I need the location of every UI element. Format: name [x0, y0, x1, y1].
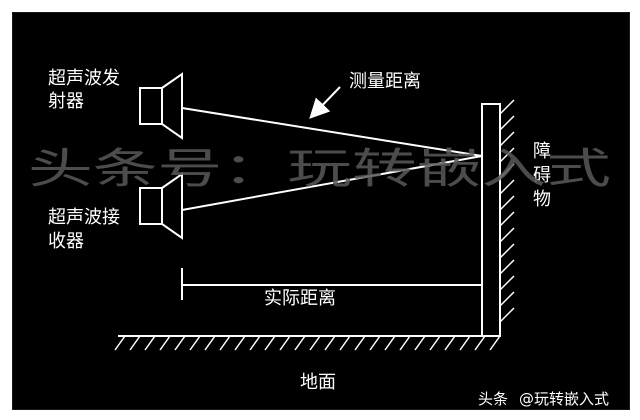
- credit-handle: @玩转嵌入式: [519, 390, 609, 408]
- measured-distance-arrow-icon: [309, 86, 341, 119]
- emitter-speaker-icon: [139, 72, 183, 140]
- actual-distance-label: 实际距离: [264, 288, 336, 309]
- obstacle-label-2: 碍: [533, 165, 551, 186]
- measured-distance-label: 测量距离: [349, 71, 421, 92]
- source-credit: 头条 @玩转嵌入式: [478, 390, 609, 408]
- measured-path-return: [181, 155, 483, 211]
- watermark-text: 头条号：玩转嵌入式: [28, 144, 611, 193]
- ground-surface: [114, 335, 501, 351]
- diagram-panel: [12, 12, 630, 410]
- obstacle-label-3: 物: [533, 189, 551, 210]
- obstacle-wall: [481, 99, 515, 337]
- receiver-label-line1: 超声波接: [48, 207, 120, 228]
- obstacle-label-1: 障: [533, 141, 551, 162]
- ground-label: 地面: [300, 372, 336, 393]
- receiver-speaker-icon: [139, 172, 183, 240]
- credit-brand: 头条: [478, 390, 508, 408]
- measured-path-outgoing: [181, 107, 483, 157]
- emitter-label-line1: 超声波发: [48, 68, 120, 89]
- receiver-label-line2: 收器: [48, 231, 84, 252]
- actual-distance-marker: [181, 268, 482, 300]
- emitter-label-line2: 射器: [48, 91, 84, 112]
